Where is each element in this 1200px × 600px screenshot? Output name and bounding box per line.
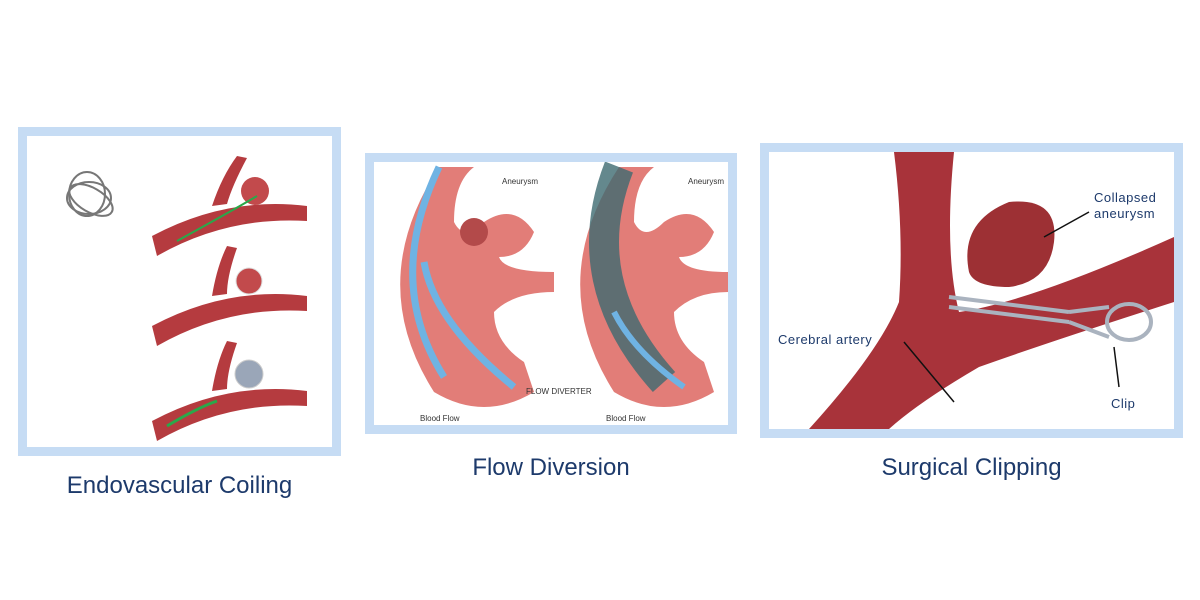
surgical-clipping-panel: Collapsed aneurysm Cerebral artery Clip (760, 143, 1183, 438)
label-cerebral-artery: Cerebral artery (778, 332, 873, 347)
coiling-illustration (66, 156, 307, 441)
clip-shape (948, 295, 1153, 342)
caption-surgical-clipping: Surgical Clipping (881, 454, 1062, 481)
label-blood-flow-right: Blood Flow (606, 414, 646, 423)
cerebral-artery-shape (809, 152, 1174, 429)
artery-right (580, 162, 728, 407)
endovascular-coiling-panel (18, 127, 341, 456)
label-aneurysm-left: Aneurysm (502, 177, 539, 186)
blood-flow-arrow (420, 261, 517, 390)
label-clip: Clip (1111, 396, 1136, 411)
label-aneurysm-right: Aneurysm (688, 177, 725, 186)
caption-flow-diversion: Flow Diversion (472, 454, 630, 481)
surgical-clipping-illustration (809, 152, 1174, 429)
artery-step-2 (152, 246, 307, 346)
caption-endovascular-coiling: Endovascular Coiling (66, 472, 293, 499)
coil-icon (66, 171, 114, 217)
label-blood-flow-left: Blood Flow (420, 414, 460, 423)
artery-step-1 (152, 156, 307, 256)
collapsed-aneurysm-shape (967, 201, 1055, 287)
flow-diversion-illustration (400, 162, 728, 407)
artery-left (400, 165, 554, 407)
label-collapsed-aneurysm: Collapsed aneurysm (1094, 190, 1157, 221)
flow-diversion-panel: Aneurysm Aneurysm Blood Flow Blood Flow … (365, 153, 737, 434)
label-flow-diverter: FLOW DIVERTER (526, 387, 592, 396)
artery-step-3 (152, 341, 307, 441)
